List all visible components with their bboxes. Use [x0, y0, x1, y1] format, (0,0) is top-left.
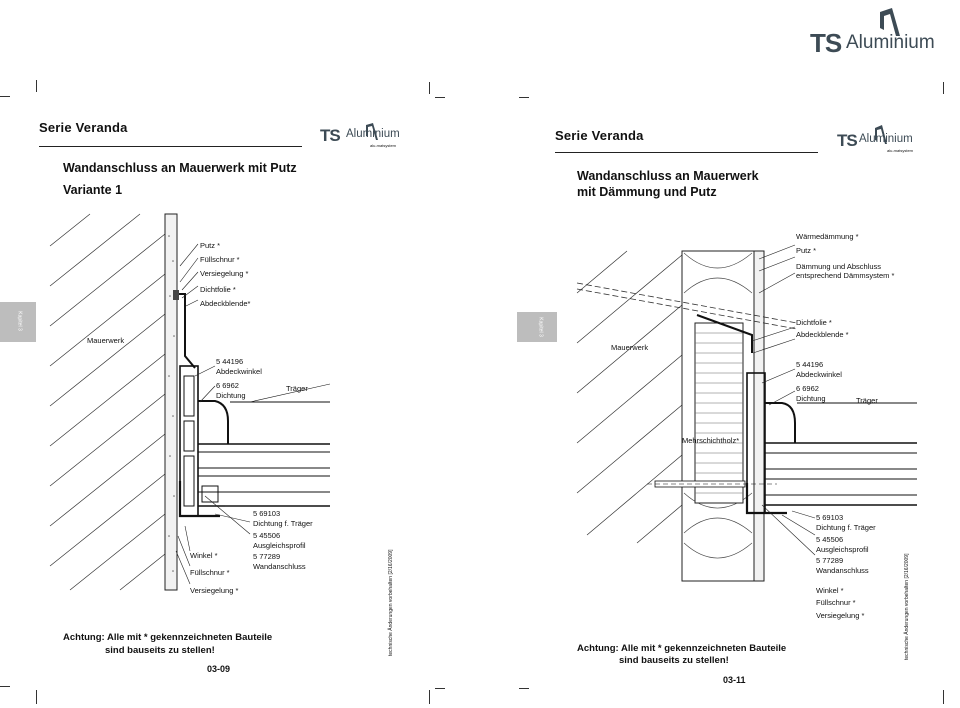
page-logo: TS Aluminium alu-matsystem — [837, 124, 927, 154]
crop-mark — [519, 688, 529, 689]
label-dichtfolie: Dichtfolie * — [796, 318, 832, 327]
drawing-title-line2: Variante 1 — [63, 183, 123, 197]
label-abdeckwinkel-no: 5 44196 — [216, 357, 244, 366]
label-waermedaemmung: Wärmedämmung * — [796, 232, 859, 241]
label-abdeckblende: Abdeckblende* — [200, 299, 251, 308]
label-winkel: Winkel * — [816, 586, 844, 595]
crop-mark — [36, 80, 37, 92]
crop-mark — [0, 686, 10, 687]
page-number: 03-11 — [723, 675, 746, 685]
note-line2: sind bauseits zu stellen! — [105, 645, 215, 656]
label-dichtung-no: 6 6962 — [216, 381, 239, 390]
label-wandanschluss-no: 5 77289 — [816, 556, 844, 565]
label-ausgleich-no: 5 45506 — [816, 535, 844, 544]
label-ausgleich: Ausgleichsprofil — [816, 545, 869, 554]
header-rule — [39, 146, 302, 147]
logo-mark-icon — [366, 123, 378, 140]
label-daemmung-line2: entsprechend Dämmsystem * — [796, 271, 895, 280]
label-fuellschnur-bottom: Füllschnur * — [190, 568, 230, 577]
label-traeger: Träger — [286, 384, 308, 393]
label-ausgleich-no: 5 45506 — [253, 531, 281, 540]
label-versiegelung-top: Versiegelung * — [200, 269, 249, 278]
label-mauerwerk: Mauerwerk — [611, 343, 649, 352]
label-mehrschichtholz: Mehrschichtholz* — [682, 436, 740, 445]
page-logo: TS Aluminium alu-matsystem — [320, 122, 410, 150]
note-line1: Achtung: Alle mit * gekennzeichneten Bau… — [577, 643, 787, 654]
label-abdeckblende: Abdeckblende * — [796, 330, 849, 339]
crop-mark — [943, 82, 944, 94]
crop-mark — [943, 690, 944, 704]
crop-mark — [519, 97, 529, 98]
series-heading: Serie Veranda — [39, 120, 128, 135]
right-page: Serie Veranda TS Aluminium alu-matsystem… — [527, 98, 943, 688]
logo-tagline: alu-matsystem — [887, 148, 914, 153]
page-number: 03-09 — [207, 664, 231, 674]
chapter-tab: Kapitel 3 — [517, 312, 557, 342]
label-putz: Putz * — [796, 246, 817, 255]
label-dichtung-no: 6 6962 — [796, 384, 819, 393]
label-versiegelung: Versiegelung * — [816, 611, 865, 620]
label-abdeckwinkel: Abdeckwinkel — [796, 370, 842, 379]
chapter-tab-text: Kapitel 3 — [16, 311, 23, 331]
label-wandanschluss-no: 5 77289 — [253, 552, 281, 561]
logo-mark-icon — [875, 125, 887, 144]
chapter-tab-text: Kapitel 3 — [537, 317, 544, 337]
logo-tagline: alu-matsystem — [370, 143, 397, 148]
label-dichtung-traeger: Dichtung f. Träger — [816, 523, 876, 532]
section-drawing — [576, 244, 917, 582]
chapter-tab: Kapitel 3 — [0, 302, 36, 342]
logo-ts-text: TS — [837, 131, 858, 150]
ts-aluminium-logo: TS Aluminium — [808, 6, 956, 60]
crop-mark — [435, 688, 445, 689]
label-dichtung-traeger: Dichtung f. Träger — [253, 519, 313, 528]
label-traeger: Träger — [856, 396, 878, 405]
logo-mark-icon — [880, 8, 900, 36]
header-rule — [555, 152, 818, 153]
label-abdeckwinkel: Abdeckwinkel — [216, 367, 262, 376]
label-dichtung: Dichtung — [216, 391, 246, 400]
series-heading: Serie Veranda — [555, 128, 644, 143]
label-mauerwerk: Mauerwerk — [87, 336, 125, 345]
drawing-title-line1: Wandanschluss an Mauerwerk — [577, 169, 759, 183]
drawing-title-line1: Wandanschluss an Mauerwerk mit Putz — [63, 161, 297, 175]
vertical-note: technische Änderungen vorbehalten [2/16/… — [904, 553, 910, 660]
drawing-title-line2: mit Dämmung und Putz — [577, 185, 717, 199]
section-drawing — [49, 213, 330, 591]
label-versiegelung-bottom: Versiegelung * — [190, 586, 239, 595]
label-dichtung-traeger-no: 5 69103 — [253, 509, 281, 518]
logo-aluminium-text: Aluminium — [859, 133, 913, 145]
note-line1: Achtung: Alle mit * gekennzeichneten Bau… — [63, 632, 273, 643]
label-putz: Putz * — [200, 241, 221, 250]
crop-mark — [429, 690, 430, 704]
vertical-note: technische Änderungen vorbehalten [2/16/… — [388, 549, 394, 656]
logo-ts-text: TS — [320, 126, 341, 145]
label-fuellschnur: Füllschnur * — [816, 598, 856, 607]
label-daemmung-line1: Dämmung und Abschluss — [796, 262, 882, 271]
logo-ts-text: TS — [810, 28, 842, 58]
label-wandanschluss: Wandanschluss — [253, 562, 306, 571]
note-line2: sind bauseits zu stellen! — [619, 655, 729, 666]
label-dichtung: Dichtung — [796, 394, 826, 403]
crop-mark — [36, 690, 37, 704]
crop-mark — [0, 96, 10, 97]
left-page: Serie Veranda TS Aluminium alu-matsystem… — [30, 96, 430, 688]
label-dichtung-traeger-no: 5 69103 — [816, 513, 844, 522]
label-wandanschluss: Wandanschluss — [816, 566, 869, 575]
logo-aluminium-text: Aluminium — [346, 128, 400, 140]
label-fuellschnur-top: Füllschnur * — [200, 255, 240, 264]
crop-mark — [435, 97, 445, 98]
label-winkel: Winkel * — [190, 551, 218, 560]
crop-mark — [429, 82, 430, 94]
label-abdeckwinkel-no: 5 44196 — [796, 360, 824, 369]
label-ausgleich: Ausgleichsprofil — [253, 541, 306, 550]
logo-aluminium-text: Aluminium — [846, 32, 935, 53]
label-dichtfolie: Dichtfolie * — [200, 285, 236, 294]
